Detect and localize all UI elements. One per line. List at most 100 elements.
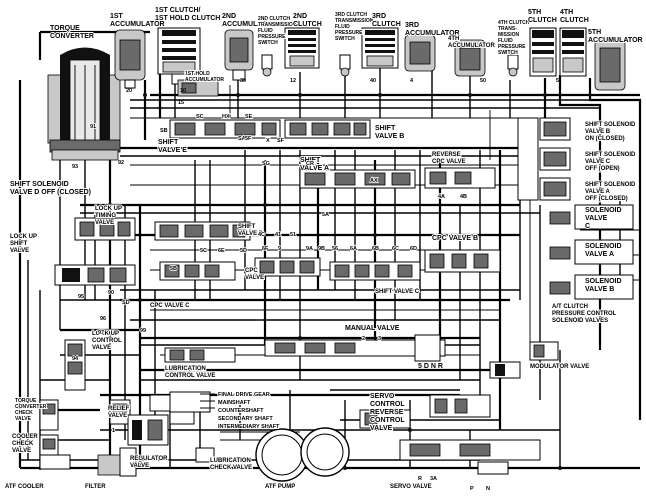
- port-label: CR: [306, 161, 314, 167]
- shaft-label: INTERMEDIARY SHAFT: [218, 424, 280, 430]
- port-label: SE: [245, 114, 253, 120]
- port-label: 94: [72, 356, 79, 362]
- port-label: SF: [277, 138, 285, 144]
- port-label: 4C: [258, 232, 265, 238]
- port-label: 6D: [410, 246, 417, 252]
- cpc-valve-c-body: [159, 261, 236, 281]
- port-label: 90: [108, 290, 114, 296]
- clutch-1st-label: 1ST CLUTCH/1ST HOLD CLUTCH: [155, 7, 220, 22]
- port-label: X: [266, 138, 270, 144]
- port-label: 6A: [350, 246, 357, 252]
- lockup-control-body: [64, 339, 86, 391]
- port-label: 51: [290, 232, 296, 238]
- reverse-cpc-body: [424, 167, 496, 189]
- lubrication-control-body: [164, 347, 236, 363]
- lockup-timing-body: [74, 217, 136, 241]
- manual-positions-label: 5 D N R: [418, 363, 443, 370]
- clutch-1st-shape: [157, 27, 201, 85]
- port-label: 41: [275, 232, 281, 238]
- port-label: SA: [238, 136, 246, 142]
- cpc-valve-c-label: CPC VALVE C: [150, 303, 190, 309]
- modulator-valve-label: MODULATOR VALVE: [530, 364, 589, 370]
- servo-valve-body: [399, 439, 541, 475]
- shift-valve-d-body: [154, 221, 251, 241]
- shaft-label: COUNTERSHAFT: [218, 408, 264, 414]
- pressure-switches: [261, 54, 519, 77]
- port-label: 5D: [240, 248, 247, 254]
- filter-label: FILTER: [85, 484, 106, 490]
- port-number: 40: [370, 78, 376, 84]
- port-label: 96: [100, 316, 106, 322]
- port-label: P: [470, 486, 474, 492]
- top-components: [47, 27, 626, 161]
- port-label: SB: [160, 128, 168, 134]
- atf-pump-shape: [255, 427, 350, 482]
- port-label: 9B: [318, 246, 325, 252]
- atf-cooler-label: ATF COOLER: [5, 484, 44, 490]
- port-label: 99: [140, 328, 146, 334]
- port-label: 9A: [306, 246, 313, 252]
- shift-valve-c-label: SHIFT VALVE C: [375, 289, 420, 295]
- port-label: SD: [122, 300, 130, 306]
- port-label: 6C: [392, 246, 399, 252]
- port-label: N: [486, 486, 490, 492]
- port-label: 5F: [245, 136, 252, 142]
- port-label: 97: [98, 330, 104, 336]
- clutch-3rd-shape: [361, 27, 399, 69]
- port-label: 2: [362, 336, 365, 342]
- check-valves: [39, 399, 131, 460]
- port-number: 12: [290, 78, 296, 84]
- shaft-label: SECONDARY SHAFT: [218, 416, 273, 422]
- shift-valve-c-body: [329, 261, 421, 281]
- port-label: SG: [262, 161, 270, 167]
- port-label: 5B: [170, 266, 177, 272]
- port-number: 4: [410, 78, 414, 84]
- junction-dots: [108, 93, 562, 470]
- at-clutch-valve-shape: [529, 341, 559, 361]
- port-number: 15: [178, 100, 184, 106]
- clutch-2nd-shape: [284, 27, 320, 69]
- servo-control-body: [359, 394, 491, 429]
- port-label: 3: [378, 336, 381, 342]
- port-number: 50: [480, 78, 486, 84]
- port-label: 4A: [438, 194, 445, 200]
- cpc-valve-b-label: CPC VALVE B: [432, 235, 478, 242]
- modulator-valve-body: [489, 361, 521, 379]
- port-number: 10: [180, 88, 186, 94]
- port-label: 1: [112, 428, 115, 434]
- shift-valve-e-body: [169, 119, 281, 139]
- port-label: 5A: [322, 212, 329, 218]
